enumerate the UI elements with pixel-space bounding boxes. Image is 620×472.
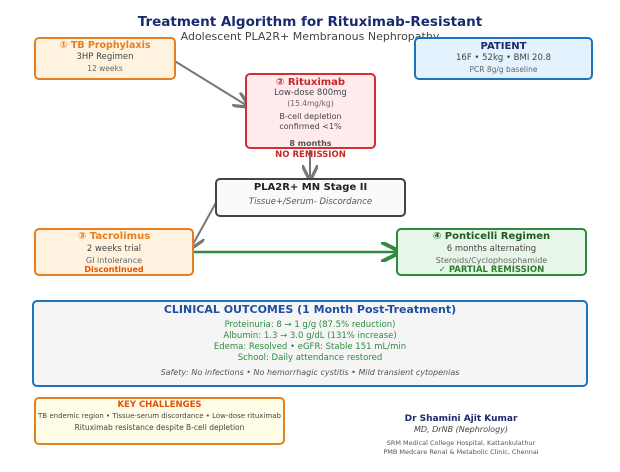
author-affiliation-2: PMB Medcare Renal & Metabolic Clinic, Ch… (383, 448, 539, 456)
patient-box: PATIENT 16F • 52kg • BMI 20.8 PCR 8g/g b… (414, 37, 593, 80)
tacrolimus-heading: ③ Tacrolimus (77, 231, 151, 242)
rituximab-dose-per-kg: (15.4mg/kg) (287, 99, 334, 108)
ponticelli-heading: ④ Ponticelli Regimen (432, 231, 551, 242)
challenges-heading: KEY CHALLENGES (117, 400, 202, 410)
clinical-outcomes-box: CLINICAL OUTCOMES (1 Month Post-Treatmen… (32, 300, 588, 387)
stage-heading: PLA2R+ MN Stage II (253, 182, 368, 193)
tacrolimus-intolerance: GI intolerance (85, 256, 143, 265)
tacrolimus-trial: 2 weeks trial (86, 244, 142, 254)
rituximab-box: ② Rituximab Low-dose 800mg (15.4mg/kg) B… (245, 73, 376, 149)
ponticelli-result: ✓ PARTIAL REMISSION (438, 265, 545, 275)
author-affiliation-1: SRM Medical College Hospital, Kattankula… (386, 439, 536, 447)
ponticelli-drugs: Steroids/Cyclophosphamide (435, 256, 548, 265)
outcome-albumin: Albumin: 1.3 → 3.0 g/dL (131% increase) (223, 331, 397, 341)
tb-prophylaxis-regimen: 3HP Regimen (76, 52, 134, 62)
tacrolimus-box: ③ Tacrolimus 2 weeks trial GI intoleranc… (34, 228, 194, 276)
stage-discordance: Tissue+/Serum- Discordance (248, 197, 373, 207)
patient-demographics: 16F • 52kg • BMI 20.8 (456, 53, 551, 63)
rituximab-result: NO REMISSION (275, 150, 346, 160)
outcome-school: School: Daily attendance restored (237, 353, 383, 363)
tb-prophylaxis-heading: ① TB Prophylaxis (59, 40, 151, 51)
rituximab-bcell-1: B-cell depletion (279, 112, 342, 121)
author-degree: MD, DrNB (Nephrology) (413, 425, 509, 434)
arrow-stage-to-tacrolimus (192, 198, 219, 246)
patient-heading: PATIENT (480, 41, 527, 52)
tb-prophylaxis-box: ① TB Prophylaxis 3HP Regimen 12 weeks (34, 37, 176, 80)
tacrolimus-result: Discontinued (84, 265, 144, 274)
rituximab-heading: ② Rituximab (275, 77, 346, 88)
outcome-edema-egfr: Edema: Resolved • eGFR: Stable 151 mL/mi… (213, 342, 407, 352)
author-block: Dr Shamini Ajit Kumar MD, DrNB (Nephrolo… (346, 414, 576, 456)
patient-baseline-pcr: PCR 8g/g baseline (469, 65, 538, 74)
page-title: Treatment Algorithm for Rituximab-Resist… (137, 14, 483, 30)
page-subtitle: Adolescent PLA2R+ Membranous Nephropathy (180, 30, 440, 43)
outcome-safety: Safety: No infections • No hemorrhagic c… (160, 368, 460, 377)
ponticelli-duration: 6 months alternating (446, 244, 537, 254)
outcomes-heading: CLINICAL OUTCOMES (1 Month Post-Treatmen… (163, 303, 457, 316)
rituximab-duration: 8 months (289, 139, 332, 148)
challenges-line2: Rituximab resistance despite B-cell depl… (74, 423, 245, 432)
rituximab-dose: Low-dose 800mg (274, 88, 347, 98)
outcome-proteinuria: Proteinuria: 8 → 1 g/g (87.5% reduction) (224, 320, 396, 330)
arrow-tb-to-rituximab (172, 59, 246, 105)
ponticelli-box: ④ Ponticelli Regimen 6 months alternatin… (396, 228, 587, 276)
author-name: Dr Shamini Ajit Kumar (404, 414, 518, 424)
rituximab-bcell-2: confirmed <1% (279, 122, 342, 131)
key-challenges-box: KEY CHALLENGES TB endemic region • Tissu… (34, 397, 285, 445)
tb-prophylaxis-duration: 12 weeks (87, 64, 123, 73)
challenges-line1: TB endemic region • Tissue-serum discord… (38, 412, 281, 420)
stage-box: PLA2R+ MN Stage II Tissue+/Serum- Discor… (215, 178, 406, 217)
